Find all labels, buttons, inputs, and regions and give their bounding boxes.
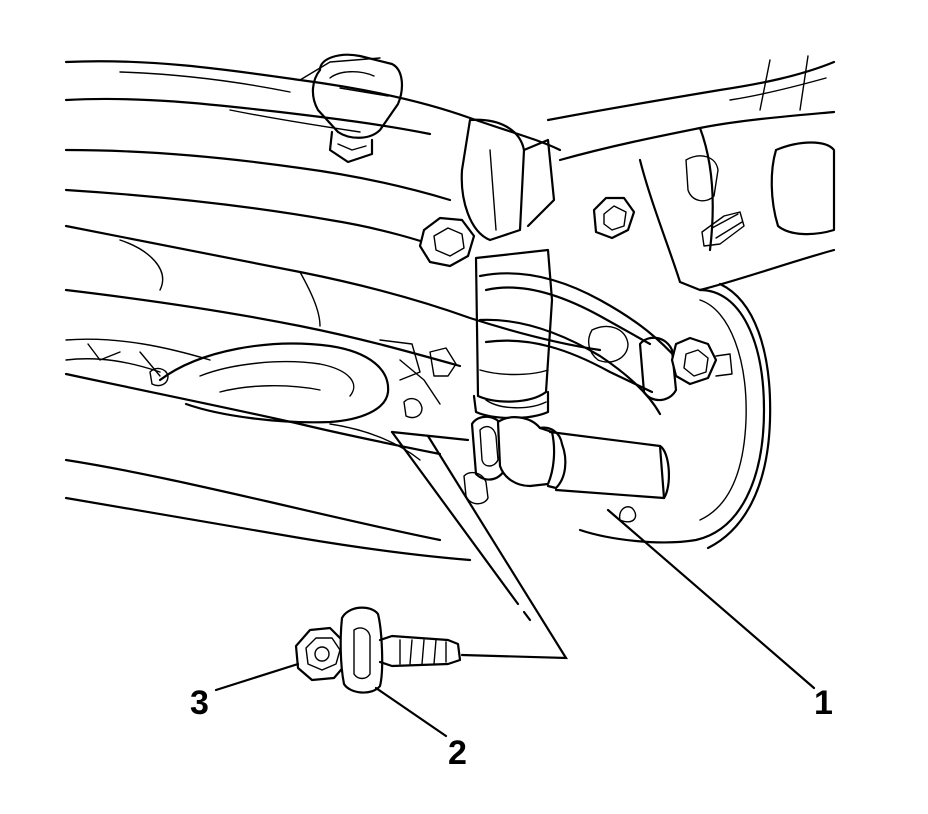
upper-frame-rail [64,57,562,256]
crossmember [546,55,836,292]
lower-trailing-arm [64,339,472,562]
callout-3-label: 3 [190,684,209,722]
washer-2 [339,606,384,694]
vertical-link [460,118,556,242]
callout-1: 1 [606,508,833,722]
callout-3: 3 [190,662,300,722]
callout-1-label: 1 [814,684,833,722]
bolt-assembly [294,606,462,694]
callout-2-label: 2 [448,734,467,772]
callout-2: 2 [374,686,467,772]
callout-3-leader [214,662,300,692]
upper-right-bolt [592,196,636,240]
toe-link [484,286,654,394]
leader-lines [390,430,569,660]
brake-rotor [578,282,772,550]
callout-2-leader [374,686,448,738]
upper-left-bolt [418,216,476,268]
callout-1-leader [606,508,816,690]
bushing-arm [463,415,670,505]
stabilizer-clamp [311,53,404,164]
knuckle-bolt [638,336,733,402]
spring-seat [65,338,390,424]
